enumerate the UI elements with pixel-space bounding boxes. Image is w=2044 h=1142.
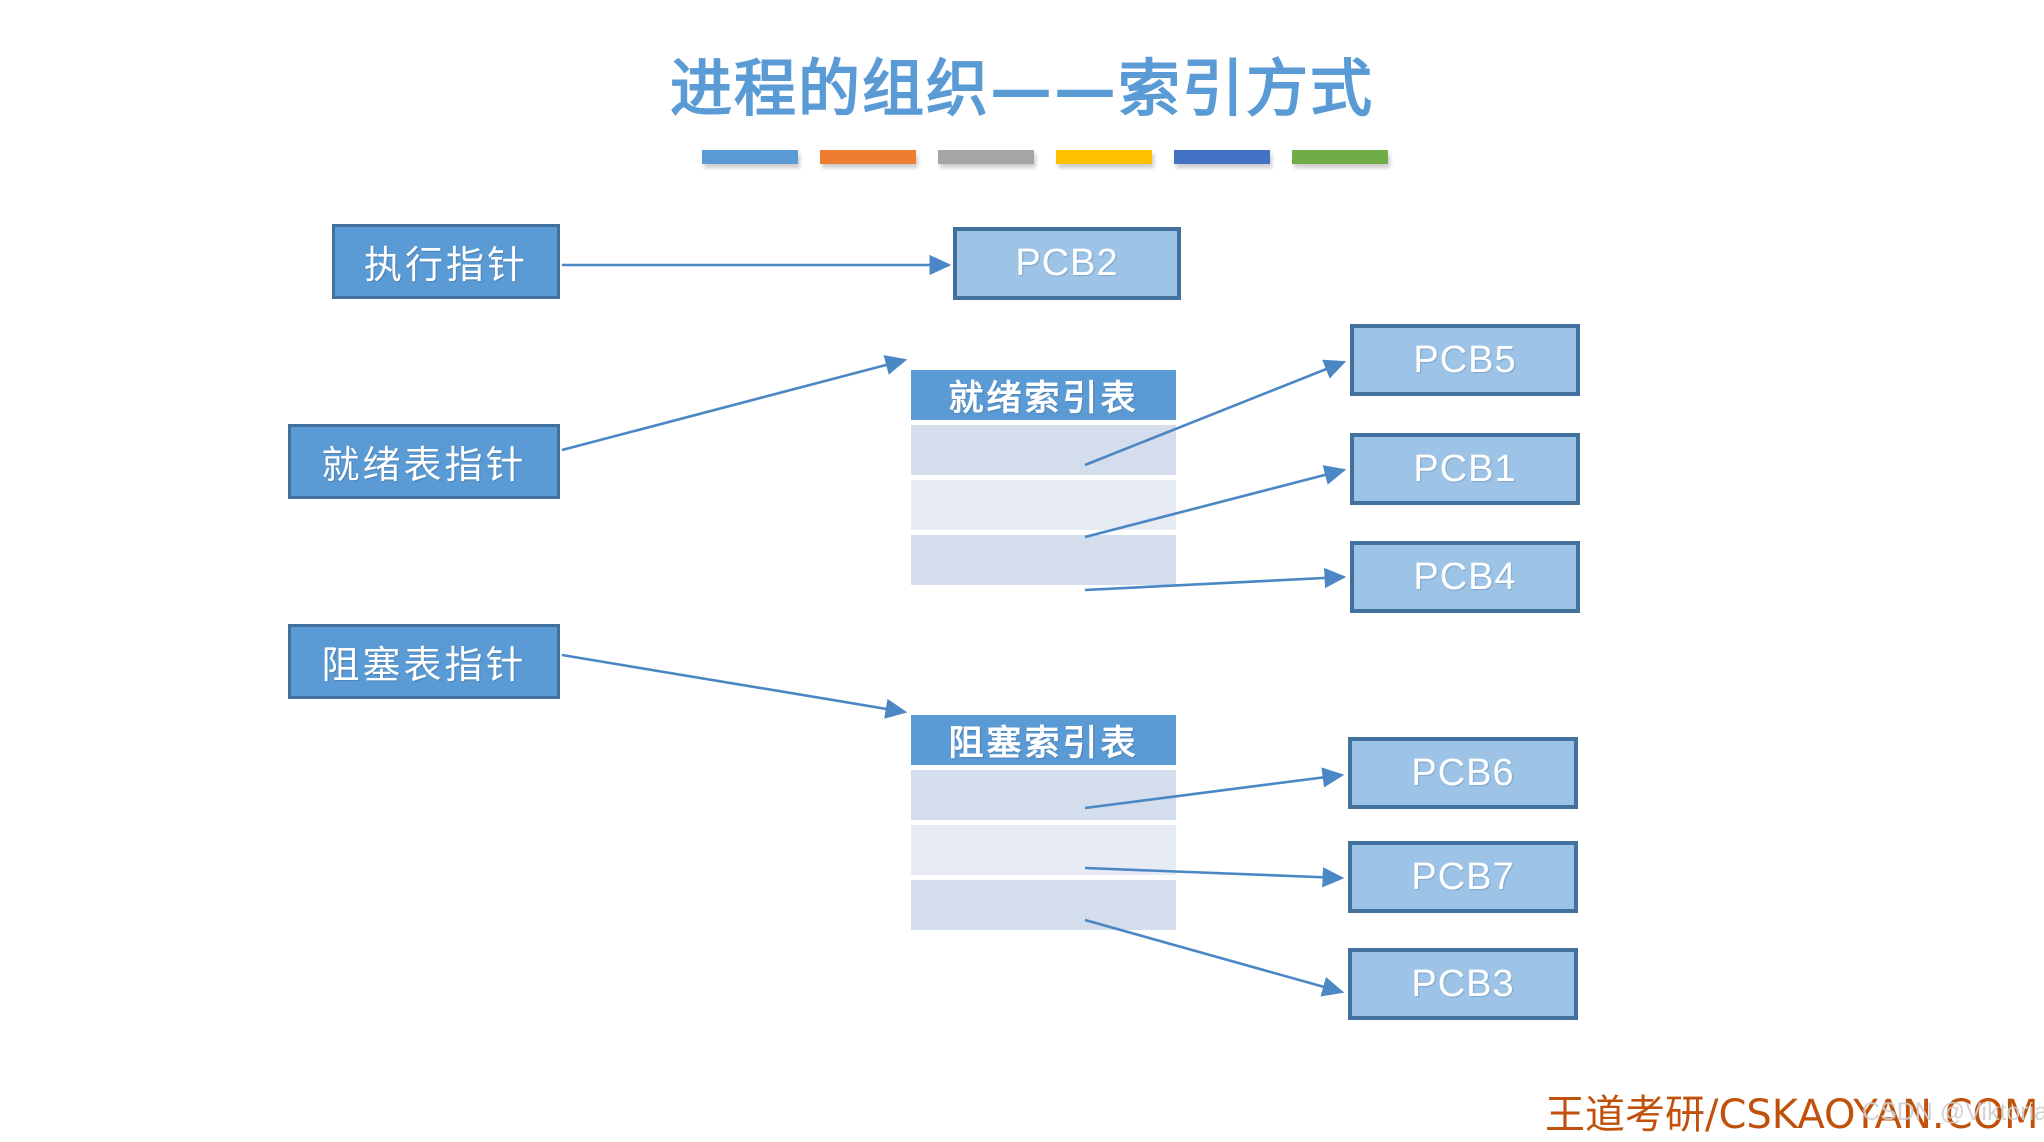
accent-bar-orange xyxy=(820,150,916,164)
pcb-label: PCB7 xyxy=(1411,855,1515,898)
arrow-blocked-ptr-to-blocked-table xyxy=(561,653,908,719)
page-title: 进程的组织——索引方式 xyxy=(669,52,1374,125)
accent-bar-blue xyxy=(702,150,798,164)
ready-index-table-header: 就绪索引表 xyxy=(911,370,1176,420)
pcb-box-pcb6[interactable]: PCB6 xyxy=(1348,737,1578,809)
blocked-index-table-header: 阻塞索引表 xyxy=(911,715,1176,765)
pcb-box-pcb3[interactable]: PCB3 xyxy=(1348,948,1578,1020)
pcb-label: PCB6 xyxy=(1411,751,1515,794)
ready-index-table[interactable]: 就绪索引表 xyxy=(911,370,1176,585)
pcb-box-pcb2[interactable]: PCB2 xyxy=(953,227,1181,300)
blocked-index-table-row-3[interactable] xyxy=(911,880,1176,930)
arrow-blocked-row3-to-pcb3 xyxy=(1084,918,1345,997)
accent-bar-green xyxy=(1292,150,1388,164)
exec-pointer-box[interactable]: 执行指针 xyxy=(332,224,560,299)
accent-bar-darkblue xyxy=(1174,150,1270,164)
footer-brand: 王道考研/CSKAOYAN.COM xyxy=(1545,1092,2039,1138)
ready-pointer-box[interactable]: 就绪表指针 xyxy=(288,424,560,499)
accent-bar-strip xyxy=(702,150,1388,164)
blocked-pointer-label: 阻塞表指针 xyxy=(321,643,527,687)
pcb-box-pcb7[interactable]: PCB7 xyxy=(1348,841,1578,913)
arrow-ready-ptr-to-ready-table xyxy=(561,355,908,452)
blocked-index-table[interactable]: 阻塞索引表 xyxy=(911,715,1176,930)
blocked-index-table-row-1[interactable] xyxy=(911,770,1176,820)
pcb-box-pcb1[interactable]: PCB1 xyxy=(1350,433,1580,505)
blocked-pointer-box[interactable]: 阻塞表指针 xyxy=(288,624,560,699)
ready-pointer-label: 就绪表指针 xyxy=(321,443,527,487)
accent-bar-yellow xyxy=(1056,150,1152,164)
exec-pointer-label: 执行指针 xyxy=(363,243,528,287)
pcb-label: PCB1 xyxy=(1413,447,1517,490)
pcb-box-pcb4[interactable]: PCB4 xyxy=(1350,541,1580,613)
pcb-box-pcb5[interactable]: PCB5 xyxy=(1350,324,1580,396)
pcb-label: PCB2 xyxy=(1015,242,1119,284)
ready-index-table-row-3[interactable] xyxy=(911,535,1176,585)
pcb-label: PCB4 xyxy=(1413,555,1517,598)
blocked-index-table-row-2[interactable] xyxy=(911,825,1176,875)
pcb-label: PCB3 xyxy=(1411,962,1515,1005)
pcb-label: PCB5 xyxy=(1413,338,1517,381)
ready-index-table-row-2[interactable] xyxy=(911,480,1176,530)
csdn-watermark: CSDN @Viktoriae xyxy=(1862,1098,2044,1126)
accent-bar-gray xyxy=(938,150,1034,164)
ready-index-table-row-1[interactable] xyxy=(911,425,1176,475)
